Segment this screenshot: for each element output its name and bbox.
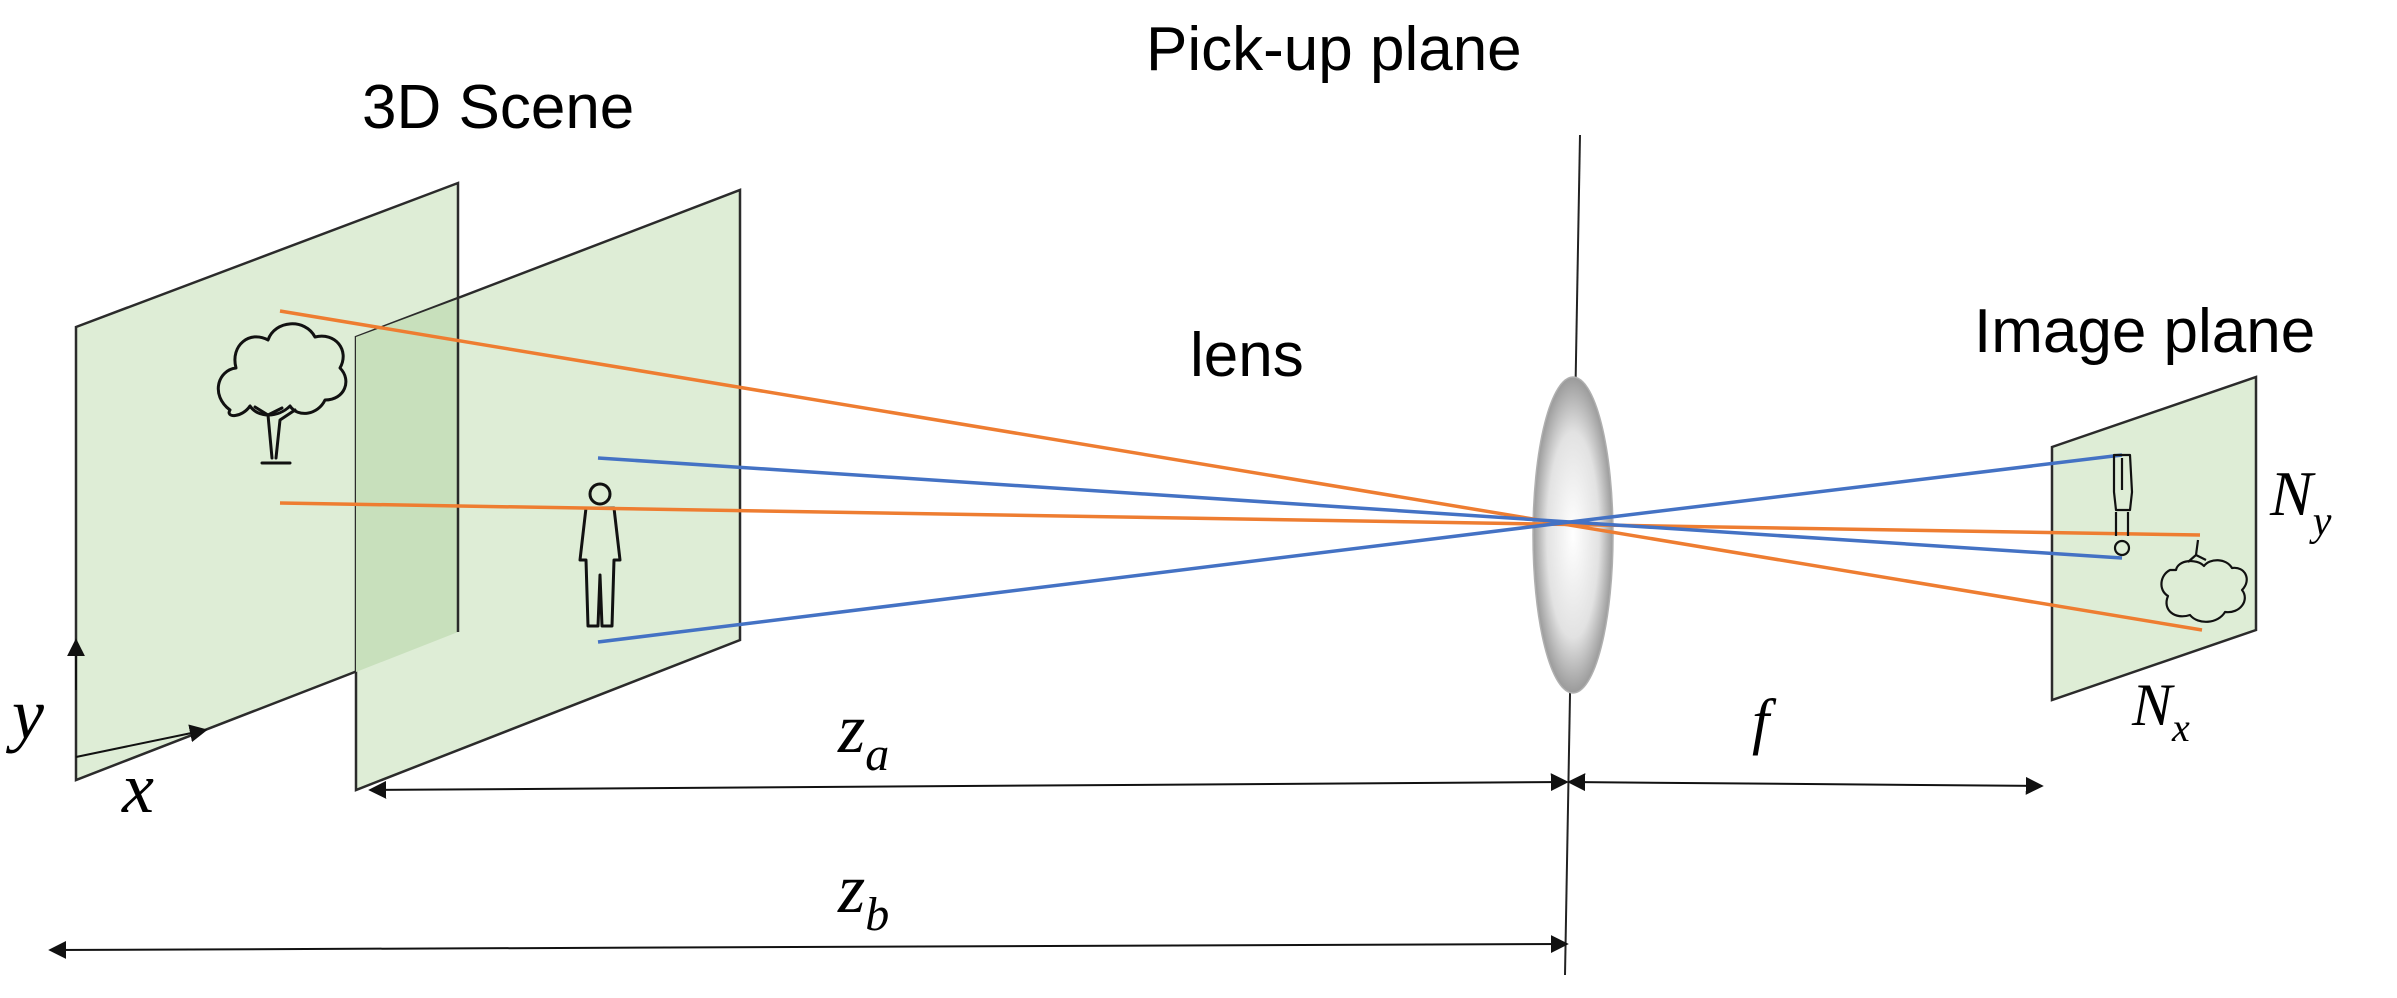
zb-subscript: b <box>865 888 889 941</box>
inverted-person-icon <box>2112 453 2134 557</box>
nx-subscript: x <box>2171 705 2190 750</box>
ray-orange-top <box>279 309 2203 632</box>
ny-main: N <box>2269 458 2316 529</box>
ray-blue-top <box>597 456 1571 524</box>
person-icon <box>578 482 622 628</box>
pickup-plane-label: Pick-up plane <box>1146 15 1522 84</box>
ray-blue-bottom-out <box>1569 453 2123 524</box>
ny-label: Ny <box>2269 458 2332 545</box>
image-plane-label: Image plane <box>1974 297 2315 366</box>
f-label: f <box>1752 688 1777 756</box>
image-plane <box>2050 375 2258 702</box>
scene-label: 3D Scene <box>362 73 634 142</box>
inverted-tree-icon <box>2160 539 2248 623</box>
za-dimension <box>368 773 1569 799</box>
lens-label: lens <box>1190 321 1304 390</box>
zb-dimension <box>48 935 1569 959</box>
ray-blue-top-out <box>1569 520 2123 560</box>
f-dimension <box>1567 773 2044 795</box>
lens-shape <box>1532 376 1614 694</box>
x-axis-label: x <box>121 748 154 828</box>
za-main: z <box>837 691 865 768</box>
ray-orange-middle <box>279 501 2201 537</box>
ny-subscript: y <box>2309 499 2332 545</box>
tree-icon <box>216 322 348 465</box>
zb-main: z <box>837 851 865 928</box>
ray-blue-bottom <box>597 520 1571 644</box>
nx-main: N <box>2131 672 2175 738</box>
y-axis-label: y <box>5 674 44 754</box>
za-subscript: a <box>865 728 889 781</box>
plane-overlap <box>356 299 458 672</box>
zb-label: zb <box>837 851 889 941</box>
za-label: za <box>837 691 889 781</box>
x-axis-arrow <box>75 724 208 758</box>
nx-label: Nx <box>2131 672 2190 750</box>
